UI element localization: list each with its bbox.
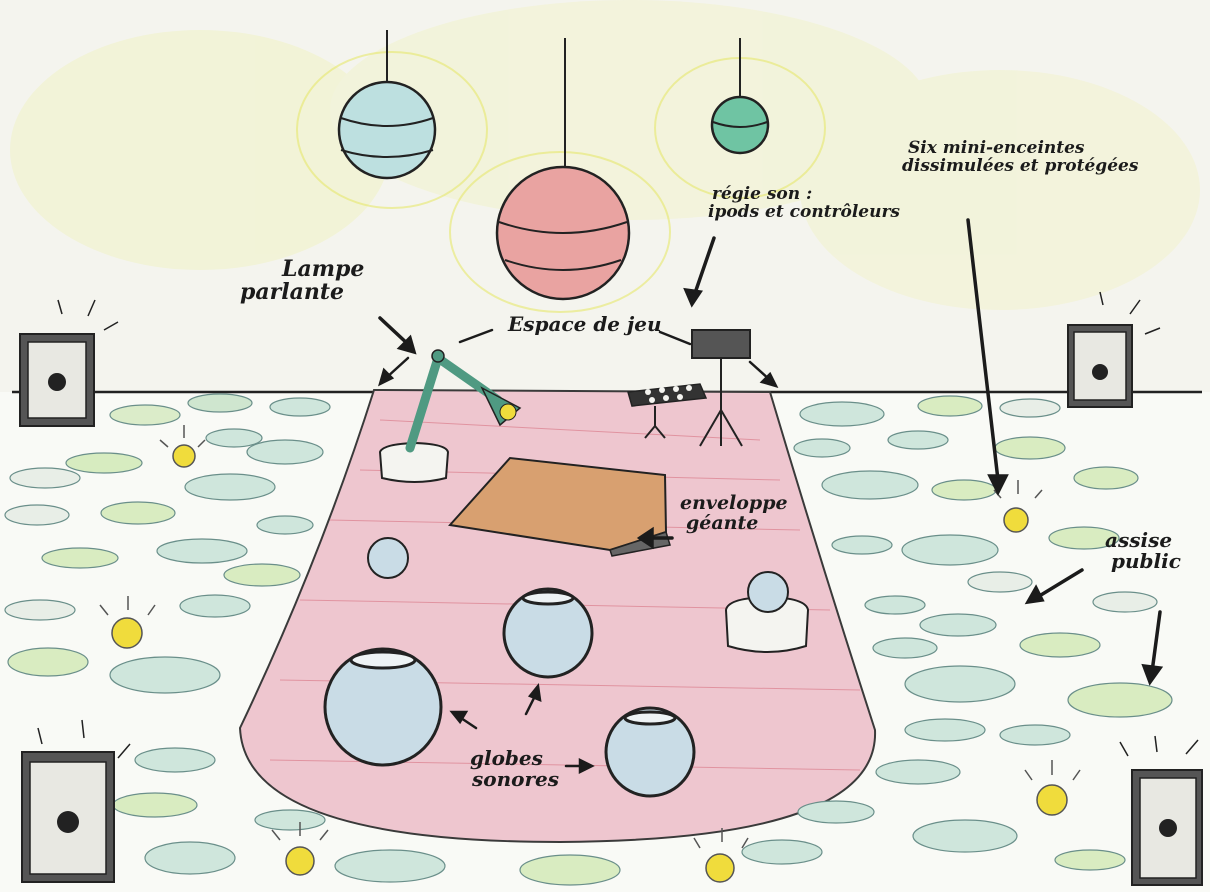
seating-label-line2: public bbox=[1111, 551, 1181, 572]
globes-label: globes sonores bbox=[470, 748, 559, 790]
seating-label: assise public bbox=[1105, 530, 1181, 572]
fishbowl-globe-icon bbox=[325, 649, 441, 765]
envelope-label-line1: enveloppe bbox=[680, 494, 788, 514]
sound-desk-label: régie son : ipods et contrôleurs bbox=[712, 186, 900, 222]
globes-label-line2: sonores bbox=[472, 769, 559, 790]
fishbowl-globe-icon bbox=[504, 589, 592, 677]
stage-area-label: Espace de jeu bbox=[508, 314, 662, 335]
envelope-label-line2: géante bbox=[686, 514, 788, 534]
fishbowl-globe-icon bbox=[368, 538, 408, 578]
sound-desk-label-line2: ipods et contrôleurs bbox=[708, 204, 900, 222]
envelope-label: enveloppe géante bbox=[680, 494, 788, 534]
lamp-label-line1: Lampe bbox=[282, 258, 364, 281]
globes-label-line1: globes bbox=[470, 748, 559, 769]
lamp-label-line2: parlante bbox=[240, 281, 364, 304]
speakers-label-line2: dissimulées et protégées bbox=[902, 158, 1138, 176]
fishbowl-globe-icon bbox=[606, 708, 694, 796]
lamp-label: Lampe parlante bbox=[282, 258, 364, 304]
seating-label-line1: assise bbox=[1105, 530, 1181, 551]
speakers-label: Six mini-enceintes dissimulées et protég… bbox=[902, 140, 1138, 176]
